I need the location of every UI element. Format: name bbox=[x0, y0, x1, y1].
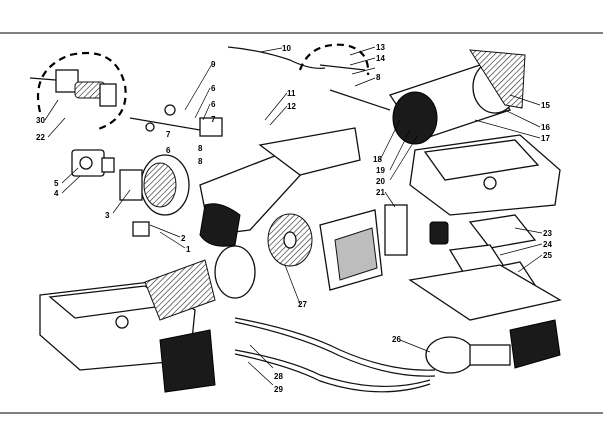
lower-pump bbox=[425, 319, 561, 374]
callout-17: 17 bbox=[541, 134, 550, 143]
blast-tube bbox=[388, 49, 526, 145]
pump-lower-motor bbox=[469, 344, 511, 366]
top-cover bbox=[409, 134, 561, 216]
hose-supply-inner bbox=[234, 321, 436, 377]
assembled-tube bbox=[144, 259, 216, 321]
oil-pipe-upper bbox=[129, 117, 201, 131]
callout-22: 22 bbox=[36, 133, 45, 142]
callout-20: 20 bbox=[376, 177, 385, 186]
hose-supply bbox=[234, 317, 436, 371]
blast-tube-mount bbox=[258, 127, 361, 176]
photocell-bracket bbox=[384, 204, 408, 256]
callout-8-right: 8 bbox=[376, 73, 381, 82]
dashed-detail-circle bbox=[36, 51, 127, 132]
nozzle-holder bbox=[329, 89, 391, 111]
hose-return bbox=[234, 349, 431, 388]
callout-8-lower: 8 bbox=[198, 157, 203, 166]
callout-30: 30 bbox=[36, 116, 45, 125]
fitting-upper bbox=[164, 104, 176, 116]
callout-13: 13 bbox=[376, 43, 385, 52]
pump-housing bbox=[55, 69, 79, 93]
callout-14: 14 bbox=[376, 54, 385, 63]
motor-bell bbox=[119, 169, 143, 201]
fitting-lower bbox=[145, 122, 155, 132]
callout-1: 1 bbox=[186, 245, 191, 254]
capacitor bbox=[132, 221, 150, 237]
callouts: 1 2 3 4 5 6 6 6 7 7 8 8 8 9 10 11 12 13 … bbox=[36, 43, 552, 394]
solenoid-valve bbox=[199, 117, 223, 137]
oil-pump bbox=[71, 149, 115, 177]
callout-28: 28 bbox=[274, 372, 283, 381]
callout-27: 27 bbox=[298, 300, 307, 309]
electric-motor bbox=[119, 154, 190, 216]
electrode-rod bbox=[319, 64, 366, 71]
pump-flange bbox=[101, 157, 115, 173]
callout-11: 11 bbox=[287, 89, 296, 98]
callout-6-upper: 6 bbox=[211, 84, 216, 93]
callout-3: 3 bbox=[105, 211, 110, 220]
motor-winding bbox=[143, 162, 177, 208]
pump-lower-body bbox=[425, 336, 475, 374]
dashed-electrode-circle bbox=[298, 43, 370, 76]
air-damper bbox=[334, 227, 378, 281]
leader-lines bbox=[44, 46, 543, 386]
callout-2: 2 bbox=[181, 234, 186, 243]
photocell bbox=[429, 221, 449, 245]
combustion-head bbox=[392, 91, 438, 145]
burner-housing bbox=[199, 127, 361, 247]
callout-26: 26 bbox=[392, 335, 401, 344]
electrode-assembly bbox=[298, 43, 391, 111]
callout-8-upper: 8 bbox=[198, 144, 203, 153]
housing-flange bbox=[199, 203, 241, 247]
assembled-head bbox=[214, 245, 256, 299]
callout-4: 4 bbox=[54, 189, 59, 198]
assembled-knob bbox=[115, 315, 129, 329]
pump-motor-detail bbox=[29, 51, 127, 132]
callout-9: 9 bbox=[211, 60, 216, 69]
nozzle-line-parts bbox=[129, 104, 223, 137]
callout-6-lower: 6 bbox=[166, 146, 171, 155]
assembled-burner bbox=[39, 245, 256, 393]
cover-knob bbox=[483, 176, 497, 190]
callout-5: 5 bbox=[54, 179, 59, 188]
pump-lower-housing bbox=[509, 319, 561, 369]
callout-12: 12 bbox=[287, 102, 296, 111]
fan-wheel bbox=[267, 213, 313, 267]
callout-19: 19 bbox=[376, 166, 385, 175]
callout-6-mid: 6 bbox=[211, 100, 216, 109]
pump-shaft bbox=[29, 77, 57, 81]
callout-23: 23 bbox=[543, 229, 552, 238]
control-box bbox=[408, 214, 562, 321]
callout-15: 15 bbox=[541, 101, 550, 110]
control-lid bbox=[468, 214, 537, 249]
callout-29: 29 bbox=[274, 385, 283, 394]
fan-hub bbox=[283, 231, 297, 249]
oil-hoses bbox=[234, 317, 436, 393]
callout-21: 21 bbox=[376, 188, 385, 197]
assembled-base bbox=[159, 329, 216, 393]
callout-16: 16 bbox=[541, 123, 550, 132]
cover-window bbox=[423, 139, 540, 181]
callout-7-lower: 7 bbox=[166, 130, 171, 139]
callout-24: 24 bbox=[543, 240, 552, 249]
coupling-hub bbox=[99, 83, 117, 107]
base-plate bbox=[408, 264, 562, 321]
pump-port bbox=[79, 156, 93, 170]
mounting-flange bbox=[469, 49, 526, 109]
callout-10: 10 bbox=[282, 44, 291, 53]
ignition-cable bbox=[227, 46, 326, 69]
callout-7-upper: 7 bbox=[211, 115, 216, 124]
callout-18: 18 bbox=[373, 155, 382, 164]
callout-25: 25 bbox=[543, 251, 552, 260]
